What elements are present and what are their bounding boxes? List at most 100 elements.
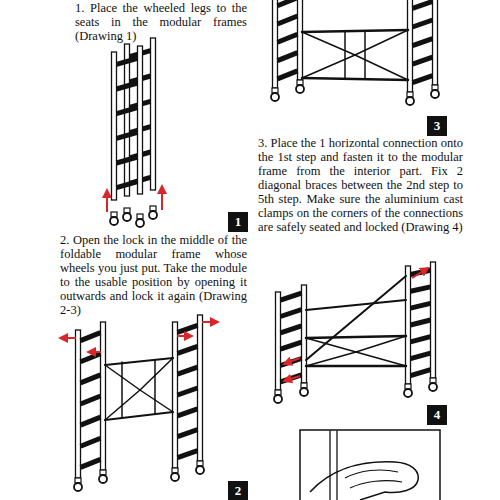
ladder-rung bbox=[281, 326, 302, 333]
ladder-rung bbox=[411, 370, 431, 376]
direction-arrow bbox=[284, 376, 300, 381]
hand-outline bbox=[310, 462, 418, 500]
ladder-rung bbox=[411, 287, 431, 291]
ladder-rung bbox=[117, 132, 138, 138]
ladder-rung bbox=[178, 346, 198, 353]
ladder-rung bbox=[81, 333, 101, 341]
frame-rail bbox=[151, 38, 156, 190]
ladder-rung bbox=[117, 157, 138, 163]
drawing-number: 4 bbox=[434, 408, 441, 422]
instruction-text: 3. Place the 1 horizontal connection ont… bbox=[258, 136, 463, 234]
frame-bar bbox=[302, 32, 355, 55]
frame-bar bbox=[105, 358, 173, 365]
frame-rail bbox=[138, 46, 143, 194]
frame-bar bbox=[105, 412, 173, 420]
caster-wheel bbox=[99, 475, 107, 483]
ladder-rung bbox=[81, 438, 101, 446]
frame-bar bbox=[105, 390, 140, 420]
frame-bar bbox=[336, 431, 337, 500]
drawing-braces-fitted bbox=[274, 262, 437, 403]
ladder-rung bbox=[413, 57, 433, 64]
ladder-rung bbox=[178, 325, 198, 332]
ladder-rung bbox=[81, 375, 101, 383]
ladder-rung bbox=[413, 39, 433, 46]
caster-wheel bbox=[271, 93, 279, 101]
ladder-rung bbox=[411, 320, 431, 325]
direction-arrow bbox=[177, 335, 192, 337]
frame-bar bbox=[140, 358, 173, 390]
clamp-detail bbox=[300, 430, 440, 500]
frame-bar bbox=[306, 276, 406, 360]
caster-wheel bbox=[404, 389, 412, 397]
ladder-rung bbox=[278, 0, 298, 6]
detail-frame bbox=[300, 430, 440, 500]
ladder-rung bbox=[281, 342, 302, 349]
frame-rail bbox=[433, 0, 438, 85]
frame-bar bbox=[329, 431, 330, 500]
ladder-rung bbox=[178, 409, 198, 416]
caster-wheel bbox=[296, 85, 304, 93]
ladder-rung bbox=[178, 451, 198, 458]
frame-rail bbox=[101, 322, 106, 470]
frame-rail bbox=[273, 0, 278, 88]
direction-arrow bbox=[106, 190, 108, 212]
ladder-rung bbox=[117, 58, 138, 64]
drawing-opened-module bbox=[271, 0, 439, 105]
caster-wheel bbox=[431, 90, 439, 98]
ladder-rung bbox=[117, 83, 138, 89]
direction-arrow bbox=[88, 351, 101, 353]
frame-bar bbox=[154, 360, 156, 414]
ladder-rung bbox=[81, 354, 101, 362]
drawing-folded-module bbox=[107, 38, 162, 227]
instruction-text: 2. Open the lock in the middle of the fo… bbox=[60, 233, 247, 317]
ladder-rung bbox=[81, 459, 101, 467]
direction-arrow bbox=[412, 268, 428, 278]
frame-rail bbox=[173, 322, 178, 468]
caster-wheel bbox=[74, 483, 82, 491]
caster-wheel bbox=[149, 211, 157, 219]
frame-bar bbox=[344, 31, 346, 79]
frame-rail bbox=[112, 52, 117, 200]
drawing-number: 3 bbox=[434, 119, 441, 133]
ladder-rung bbox=[411, 303, 431, 308]
instruction-text: 1. Place the wheeled legs to the seats i… bbox=[75, 1, 247, 43]
ladder-rung bbox=[411, 353, 431, 359]
caster-wheel bbox=[300, 388, 308, 396]
frame-rail bbox=[298, 0, 303, 80]
ladder-rung bbox=[81, 417, 101, 425]
ladder-rung bbox=[278, 16, 298, 24]
ladder-rung bbox=[413, 20, 433, 27]
frame-bar bbox=[302, 55, 355, 78]
caster-wheel bbox=[429, 383, 437, 391]
frame-rail bbox=[302, 285, 307, 383]
ladder-rung bbox=[178, 388, 198, 395]
direction-arrow bbox=[284, 358, 300, 364]
frame-rail bbox=[408, 0, 413, 92]
ladder-rung bbox=[281, 310, 302, 317]
caster-wheel bbox=[136, 219, 144, 227]
ladder-rung bbox=[281, 359, 302, 366]
drawing-number: 2 bbox=[235, 484, 242, 498]
frame-rail bbox=[431, 262, 436, 378]
caster-wheel bbox=[171, 473, 179, 481]
caster-wheel bbox=[110, 217, 118, 225]
frame-bar bbox=[302, 78, 408, 80]
frame-bar bbox=[306, 336, 406, 338]
caster-wheel bbox=[274, 395, 282, 403]
frame-bar bbox=[306, 365, 406, 368]
ladder-rung bbox=[278, 34, 298, 42]
frame-rail bbox=[125, 44, 130, 196]
direction-arrow bbox=[60, 337, 76, 339]
frame-rail bbox=[198, 315, 203, 461]
frame-bar bbox=[356, 352, 406, 366]
frame-bar bbox=[302, 30, 408, 32]
finger-lines bbox=[345, 470, 402, 488]
frame-bar bbox=[121, 362, 123, 418]
ladder-rung bbox=[278, 53, 298, 61]
frame-bar bbox=[355, 55, 408, 80]
drawing-number-box: 4 bbox=[427, 405, 447, 425]
drawing-number-box: 3 bbox=[427, 116, 447, 136]
direction-arrow bbox=[202, 321, 218, 323]
caster-wheel bbox=[196, 466, 204, 474]
